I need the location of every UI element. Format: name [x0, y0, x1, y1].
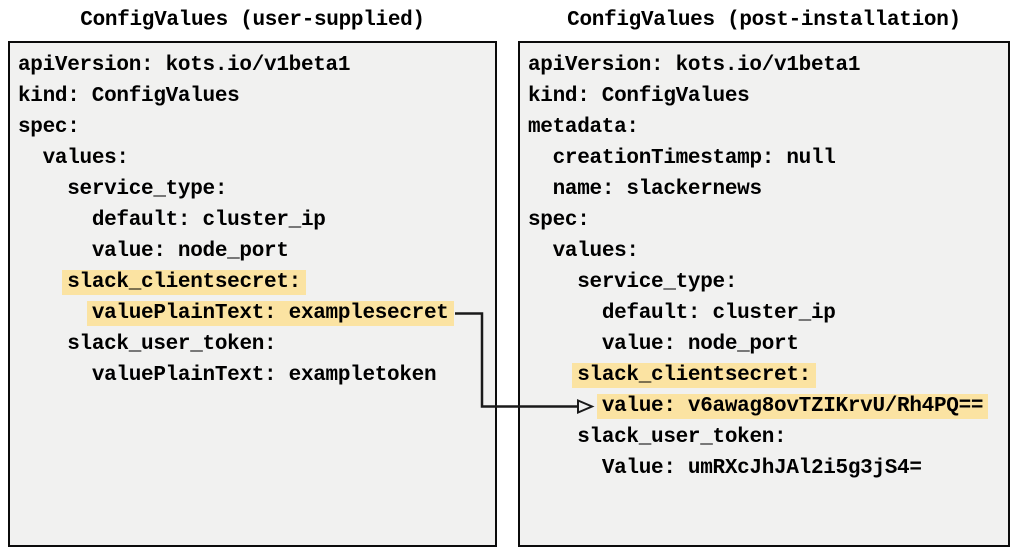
config-text: service_type:: [577, 271, 738, 294]
config-line: value: node_port: [18, 236, 487, 267]
config-text: value: node_port: [601, 333, 799, 356]
config-line: apiVersion: kots.io/v1beta1: [528, 50, 1000, 81]
config-text: default: cluster_ip: [601, 302, 836, 325]
config-line: values:: [18, 143, 487, 174]
config-line: value: v6awag8ovTZIKrvU/Rh4PQ==: [528, 391, 1000, 422]
highlighted-text: slack_clientsecret:: [572, 363, 816, 388]
config-text: creationTimestamp: null: [552, 147, 836, 170]
config-line: service_type:: [528, 267, 1000, 298]
config-text: spec:: [528, 209, 590, 232]
config-text: kind: ConfigValues: [528, 85, 750, 108]
config-line: name: slackernews: [528, 174, 1000, 205]
config-line: slack_user_token:: [528, 422, 1000, 453]
config-line: kind: ConfigValues: [18, 81, 487, 112]
highlighted-text: value: v6awag8ovTZIKrvU/Rh4PQ==: [596, 394, 989, 419]
config-text: name: slackernews: [552, 178, 762, 201]
config-panel-user-supplied: apiVersion: kots.io/v1beta1 kind: ConfigV…: [8, 41, 497, 547]
config-line: kind: ConfigValues: [528, 81, 1000, 112]
highlighted-text: slack_clientsecret:: [62, 270, 306, 295]
config-text: slack_user_token:: [577, 426, 787, 449]
config-line: spec:: [18, 112, 487, 143]
config-line: spec:: [528, 205, 1000, 236]
config-line: slack_clientsecret:: [18, 267, 487, 298]
config-line: default: cluster_ip: [528, 298, 1000, 329]
config-text: apiVersion: kots.io/v1beta1: [18, 54, 351, 77]
config-text: slack_user_token:: [67, 333, 277, 356]
config-text: values:: [42, 147, 129, 170]
config-line: creationTimestamp: null: [528, 143, 1000, 174]
config-line: slack_user_token:: [18, 329, 487, 360]
config-text: value: node_port: [91, 240, 289, 263]
left-panel-title: ConfigValues (user-supplied): [80, 9, 425, 32]
config-text: spec:: [18, 116, 80, 139]
config-line: valuePlainText: examplesecret: [18, 298, 487, 329]
config-line: apiVersion: kots.io/v1beta1: [18, 50, 487, 81]
highlighted-text: valuePlainText: examplesecret: [86, 301, 454, 326]
config-line: service_type:: [18, 174, 487, 205]
config-text: values:: [552, 240, 639, 263]
config-line: value: node_port: [528, 329, 1000, 360]
config-line: valuePlainText: exampletoken: [18, 360, 487, 391]
config-text: metadata:: [528, 116, 639, 139]
config-text: valuePlainText: exampletoken: [91, 364, 437, 387]
config-text: kind: ConfigValues: [18, 85, 240, 108]
config-line: metadata:: [528, 112, 1000, 143]
config-text: Value: umRXcJhJAl2i5g3jS4=: [601, 457, 922, 480]
config-line: slack_clientsecret:: [528, 360, 1000, 391]
config-text: service_type:: [67, 178, 228, 201]
config-line: Value: umRXcJhJAl2i5g3jS4=: [528, 453, 1000, 484]
right-panel-title: ConfigValues (post-installation): [567, 9, 961, 32]
config-text: default: cluster_ip: [91, 209, 326, 232]
config-panel-post-installation: apiVersion: kots.io/v1beta1 kind: ConfigV…: [518, 41, 1010, 547]
config-line: default: cluster_ip: [18, 205, 487, 236]
config-line: values:: [528, 236, 1000, 267]
config-text: apiVersion: kots.io/v1beta1: [528, 54, 861, 77]
